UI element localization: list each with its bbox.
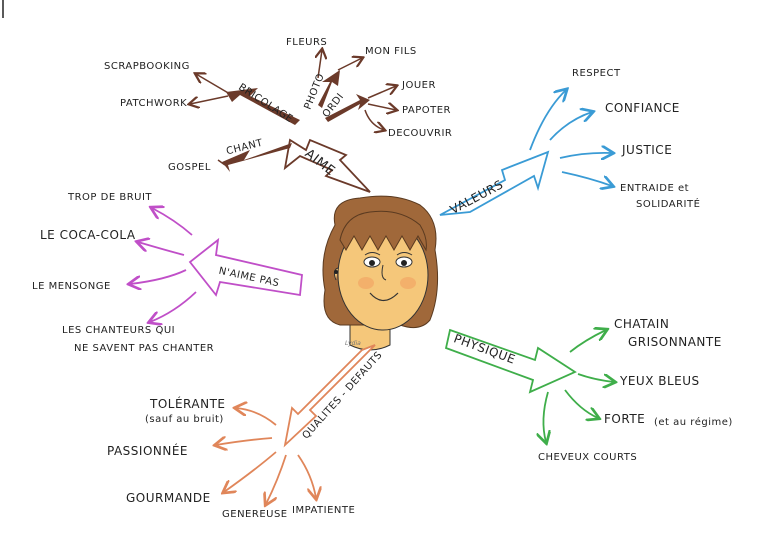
label-sauf-au-bruit: (sauf au bruit)	[145, 414, 224, 425]
branch-qualites	[216, 344, 376, 504]
label-chatain: CHATAIN	[614, 317, 670, 331]
label-respect: RESPECT	[572, 68, 621, 79]
label-coca-cola: LE COCA-COLA	[40, 228, 136, 242]
label-yeux-bleus: YEUX BLEUS	[620, 374, 700, 388]
label-grisonnante: GRISONNANTE	[628, 335, 722, 349]
label-cheveux-courts: CHEVEUX COURTS	[538, 452, 638, 463]
branch-valeurs	[439, 90, 612, 216]
branch-aime	[190, 50, 396, 193]
label-fleurs: FLEURS	[286, 37, 328, 48]
label-passionnee: PASSIONNÉE	[107, 444, 189, 458]
label-trop-de-bruit: TROP DE BRUIT	[68, 192, 153, 203]
label-mon-fils: MON FILS	[365, 46, 417, 57]
label-impatiente: IMPATIENTE	[292, 505, 356, 516]
label-scrapbooking: SCRAPBOOKING	[104, 61, 190, 72]
label-tolerante: TOLÉRANTE	[150, 397, 226, 411]
label-papoter: PAPOTER	[402, 105, 452, 116]
central-face	[322, 195, 439, 351]
label-chanteurs-2: NE SAVENT PAS CHANTER	[74, 343, 215, 354]
label-mensonge: LE MENSONGE	[32, 281, 111, 292]
branch-physique	[444, 330, 614, 442]
label-patchwork: PATCHWORK	[120, 98, 188, 109]
label-jouer: JOUER	[402, 80, 436, 91]
label-chanteurs-1: LES CHANTEURS QUI	[62, 325, 176, 336]
artist-signature: Lydia	[345, 340, 361, 347]
label-entraide: ENTRAIDE et	[620, 183, 690, 194]
label-solidarite: SOLIDARITÉ	[636, 199, 701, 210]
label-justice: JUSTICE	[622, 143, 673, 157]
label-gourmande: GOURMANDE	[126, 491, 211, 505]
label-decouvrir: DECOUVRIR	[388, 128, 453, 139]
label-au-regime: (et au régime)	[654, 417, 733, 428]
label-confiance: CONFIANCE	[605, 101, 680, 115]
label-gospel: GOSPEL	[168, 162, 211, 173]
label-genereuse: GENEREUSE	[222, 509, 288, 520]
branch-naime-pas	[130, 208, 303, 322]
label-forte: FORTE	[604, 412, 646, 426]
